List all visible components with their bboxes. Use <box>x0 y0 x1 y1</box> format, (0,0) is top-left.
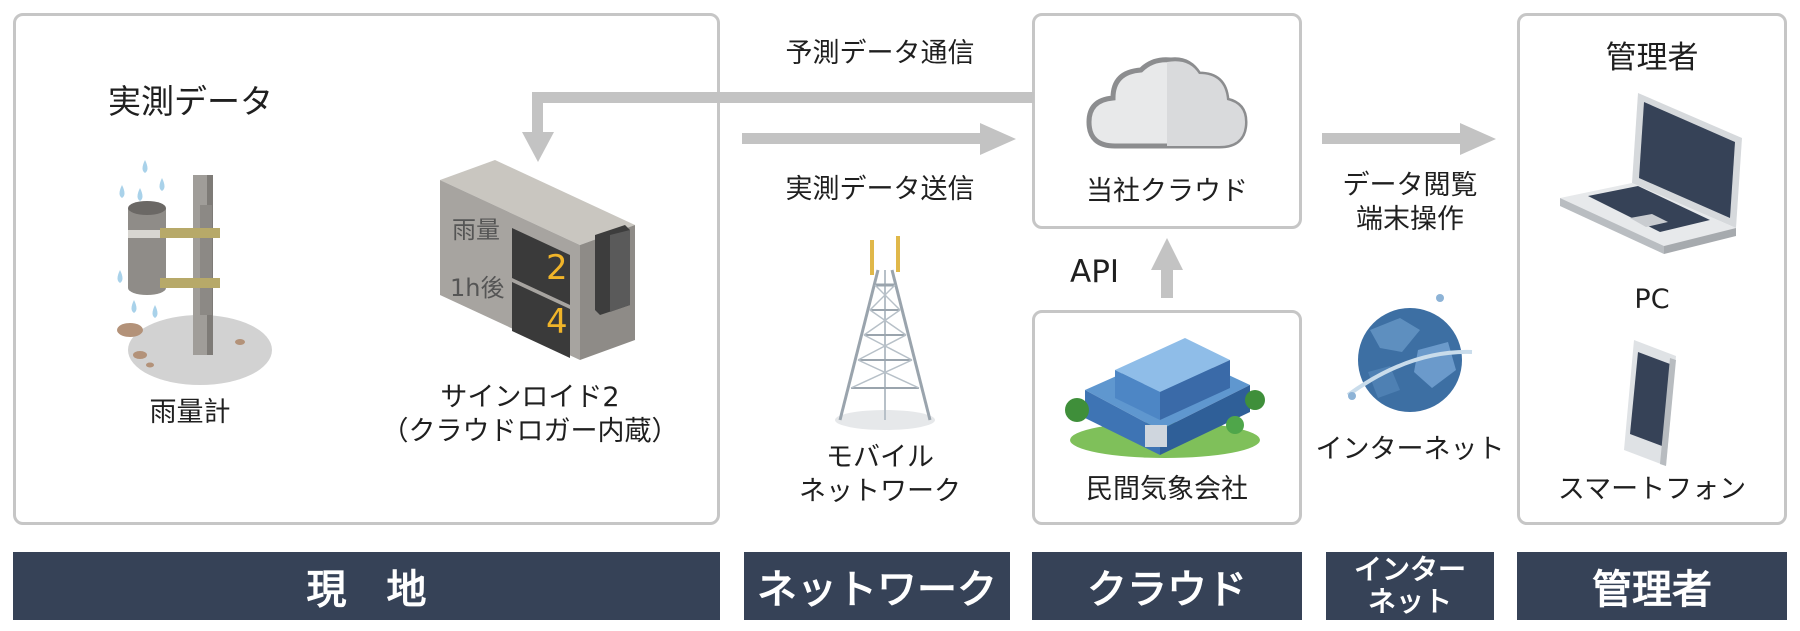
cloud-icon <box>1086 57 1248 149</box>
display-value-top: 2 <box>546 248 568 288</box>
data-view-line2: 端末操作 <box>1356 204 1464 235</box>
api-arrow-line <box>1161 268 1173 298</box>
measured-arrow-line <box>742 133 982 144</box>
forecast-comm-label: 予測データ通信 <box>785 38 975 69</box>
display-value-bottom: 4 <box>546 302 568 342</box>
internet-label: インターネット <box>1315 434 1505 465</box>
bar-internet-line1: インター <box>1353 553 1466 586</box>
rain-gauge-icon <box>117 160 272 385</box>
bar-internet-line2: ネット <box>1367 585 1452 618</box>
device-name-line2: （クラウドロガー内蔵） <box>381 416 679 447</box>
device-name-line1: サインロイド2 <box>440 382 620 413</box>
forecast-arrow-head <box>522 132 554 162</box>
company-cloud-label: 当社クラウド <box>1086 176 1248 207</box>
bar-cloud: クラウド <box>1032 552 1302 620</box>
mobile-network-line2: ネットワーク <box>799 476 961 507</box>
globe-icon <box>1346 294 1473 412</box>
pc-label: PC <box>1634 284 1670 315</box>
bar-admin: 管理者 <box>1517 552 1787 620</box>
laptop-icon <box>1560 93 1742 254</box>
antenna-tower-icon <box>835 236 935 430</box>
display-label-bottom: 1h後 <box>450 274 505 302</box>
api-label: API <box>1070 254 1120 290</box>
view-arrow-head <box>1460 123 1496 155</box>
bar-site: 現 地 <box>13 552 720 620</box>
rain-gauge-label: 雨量計 <box>149 397 231 428</box>
display-label-top: 雨量 <box>452 216 500 244</box>
measured-send-label: 実測データ送信 <box>785 174 975 205</box>
measured-arrow-head <box>980 123 1016 155</box>
api-arrow-head <box>1151 238 1183 270</box>
weather-company-label: 民間気象会社 <box>1086 474 1248 505</box>
forecast-arrow-vertical <box>532 92 543 135</box>
bar-internet: インター ネット <box>1326 552 1494 620</box>
office-building-icon <box>1065 338 1265 458</box>
admin-title: 管理者 <box>1605 40 1699 76</box>
signroid-device-icon <box>440 160 635 360</box>
bar-network: ネットワーク <box>744 552 1010 620</box>
data-view-line1: データ閲覧 <box>1342 170 1478 201</box>
measured-data-label: 実測データ <box>108 82 273 121</box>
view-arrow-line <box>1322 133 1462 144</box>
forecast-arrow-horizontal <box>532 92 1034 103</box>
smartphone-label: スマートフォン <box>1557 474 1747 505</box>
mobile-network-line1: モバイル <box>826 442 934 473</box>
smartphone-icon <box>1624 340 1676 466</box>
